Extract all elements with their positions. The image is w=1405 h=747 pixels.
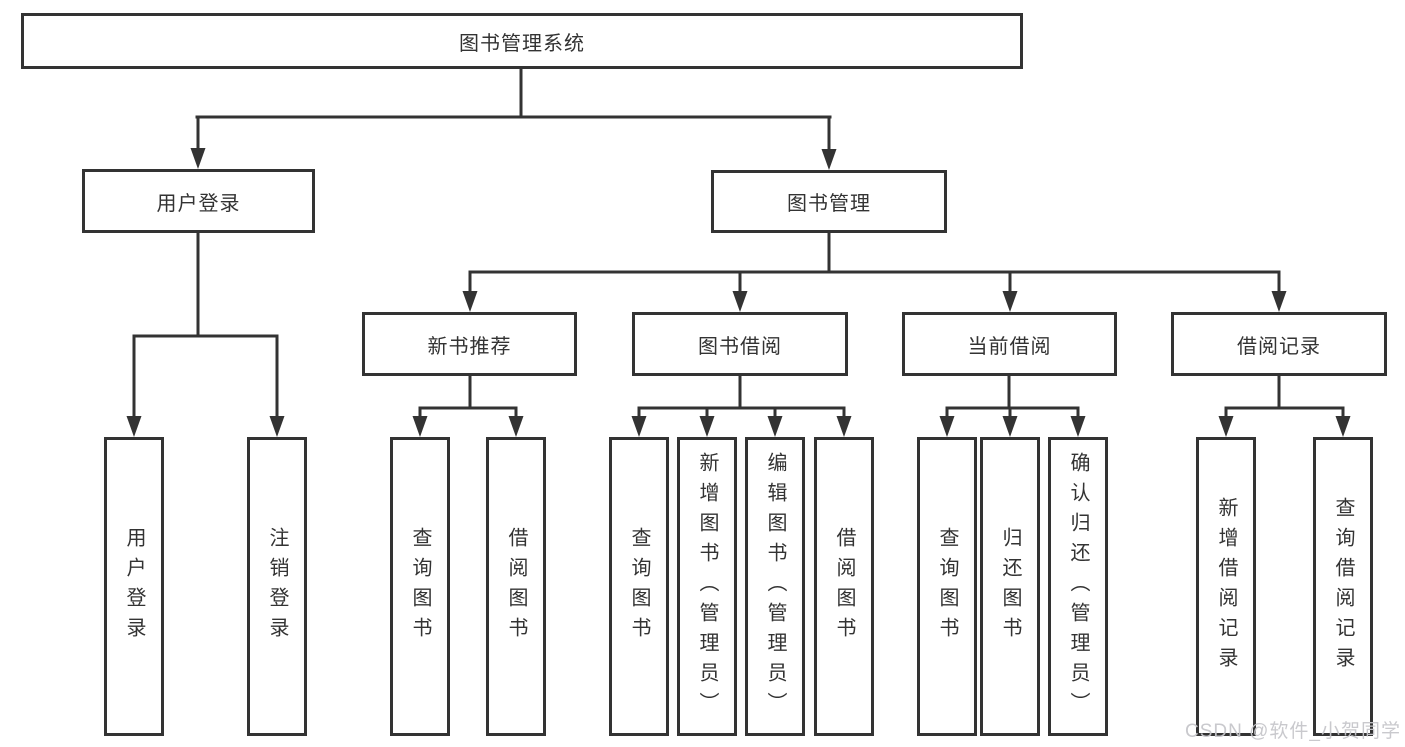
arrowhead-icon xyxy=(1335,416,1351,437)
node-root-library-system: 图书管理系统 xyxy=(21,13,1023,69)
leaf-query-borrow-record: 查询借阅记录 xyxy=(1313,437,1373,736)
node-borrowing-records: 借阅记录 xyxy=(1171,312,1387,376)
node-label: 当前借阅 xyxy=(967,335,1052,358)
node-label: 新增图书（管理员） xyxy=(696,451,718,722)
arrowhead-icon xyxy=(732,291,748,312)
leaf-user-login: 用户登录 xyxy=(104,437,164,736)
arrowhead-icon xyxy=(836,416,852,437)
node-label: 用户登录 xyxy=(156,192,241,215)
leaf-borrow-books: 借阅图书 xyxy=(814,437,874,736)
arrowhead-icon xyxy=(190,148,206,169)
arrowhead-icon xyxy=(126,416,142,437)
node-label: 借阅记录 xyxy=(1237,335,1321,358)
node-label: 确认归还（管理员） xyxy=(1067,451,1089,722)
arrowhead-icon xyxy=(1070,416,1086,437)
leaf-edit-books-admin: 编辑图书（管理员） xyxy=(745,437,805,736)
node-book-management: 图书管理 xyxy=(711,170,947,233)
node-label: 借阅图书 xyxy=(505,526,527,647)
leaf-query-books-borrowing: 查询图书 xyxy=(609,437,669,736)
node-label: 图书借阅 xyxy=(698,335,782,358)
leaf-add-books-admin: 新增图书（管理员） xyxy=(677,437,737,736)
csdn-watermark: CSDN @软件_小贺同学 xyxy=(1185,721,1401,742)
arrowhead-icon xyxy=(1002,416,1018,437)
arrowhead-icon xyxy=(269,416,285,437)
leaf-logout: 注销登录 xyxy=(247,437,307,736)
node-label: 图书管理系统 xyxy=(459,32,585,55)
arrowhead-icon xyxy=(767,416,783,437)
node-new-book-recommend: 新书推荐 xyxy=(362,312,577,376)
arrowhead-icon xyxy=(1002,291,1018,312)
leaf-return-books: 归还图书 xyxy=(980,437,1040,736)
arrowhead-icon xyxy=(631,416,647,437)
arrowhead-icon xyxy=(508,416,524,437)
node-label: 查询图书 xyxy=(409,526,431,647)
arrowhead-icon xyxy=(699,416,715,437)
arrowhead-icon xyxy=(1271,291,1287,312)
node-label: 归还图书 xyxy=(999,526,1021,647)
arrowhead-icon xyxy=(462,291,478,312)
arrowhead-icon xyxy=(939,416,955,437)
node-label: 用户登录 xyxy=(123,526,145,647)
node-label: 查询图书 xyxy=(628,526,650,647)
node-label: 查询图书 xyxy=(936,526,958,647)
leaf-query-books-recommend: 查询图书 xyxy=(390,437,450,736)
node-label: 借阅图书 xyxy=(833,526,855,647)
leaf-query-books-current: 查询图书 xyxy=(917,437,977,736)
arrowhead-icon xyxy=(1218,416,1234,437)
node-label: 查询借阅记录 xyxy=(1332,496,1354,677)
node-label: 新书推荐 xyxy=(427,335,512,358)
arrowhead-icon xyxy=(412,416,428,437)
arrowhead-icon xyxy=(821,149,837,170)
node-label: 图书管理 xyxy=(787,193,871,215)
leaf-add-borrow-record: 新增借阅记录 xyxy=(1196,437,1256,736)
leaf-confirm-return-admin: 确认归还（管理员） xyxy=(1048,437,1108,736)
node-label: 新增借阅记录 xyxy=(1215,496,1237,677)
node-book-borrowing: 图书借阅 xyxy=(632,312,848,376)
node-label: 注销登录 xyxy=(266,526,288,647)
node-current-borrowing: 当前借阅 xyxy=(902,312,1117,376)
leaf-borrow-books-recommend: 借阅图书 xyxy=(486,437,546,736)
node-user-login: 用户登录 xyxy=(82,169,315,233)
node-label: 编辑图书（管理员） xyxy=(764,451,786,722)
